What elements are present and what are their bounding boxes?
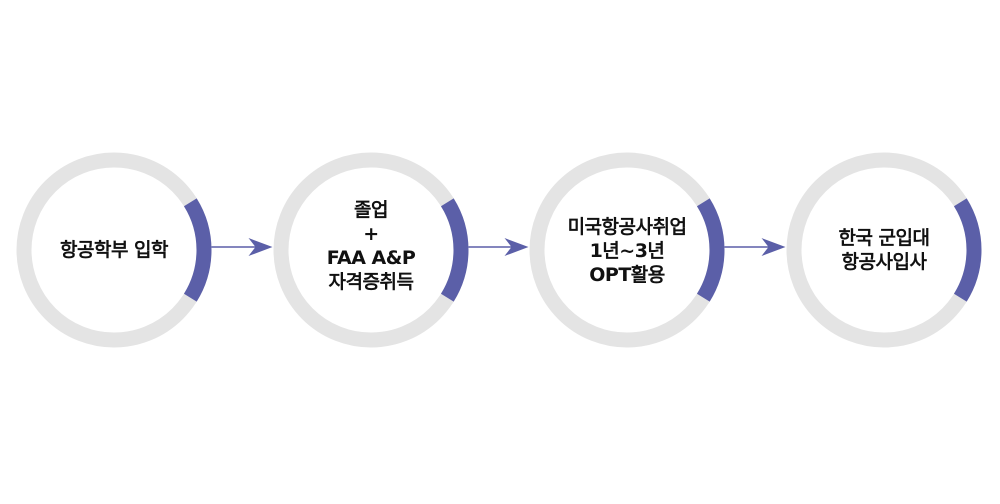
arrowhead-icon [504, 238, 529, 256]
step-3-label: 미국항공사취업 1년~3년 OPT활용 [542, 215, 712, 287]
step-2-accent-arc [440, 198, 469, 302]
step-4-accent-arc [953, 198, 982, 302]
connector-1-arrow-right-icon [211, 238, 273, 256]
connector-2-arrow-right-icon [468, 238, 529, 256]
step-1-line-1: 항공학부 입학 [60, 239, 169, 261]
step-2-label: 졸업 + FAA A&P 자격증취득 [286, 198, 456, 294]
step-3-line-2: 1년~3년 [589, 240, 665, 262]
step-1-label: 항공학부 입학 [29, 238, 199, 262]
arrowhead-icon [761, 238, 786, 256]
step-2-line-4: 자격증취득 [328, 271, 414, 293]
step-4-node [786, 152, 982, 348]
step-2-line-2: + [363, 223, 379, 245]
step-1-accent-arc [183, 198, 212, 302]
step-2-node [273, 152, 469, 348]
step-3-node [529, 152, 725, 348]
step-4-label: 한국 군입대 항공사입사 [799, 226, 969, 274]
connector-3-arrow-right-icon [724, 238, 786, 256]
step-4-line-2: 항공사입사 [841, 251, 927, 273]
step-2-line-3: FAA A&P [326, 247, 416, 269]
step-3-accent-arc [696, 198, 725, 302]
arrowhead-icon [248, 238, 273, 256]
step-3-line-1: 미국항공사취업 [567, 216, 687, 238]
step-4-line-1: 한국 군입대 [838, 227, 930, 249]
step-3-line-3: OPT활용 [589, 264, 665, 286]
step-2-line-1: 졸업 [354, 199, 388, 221]
step-1-node [16, 152, 212, 348]
